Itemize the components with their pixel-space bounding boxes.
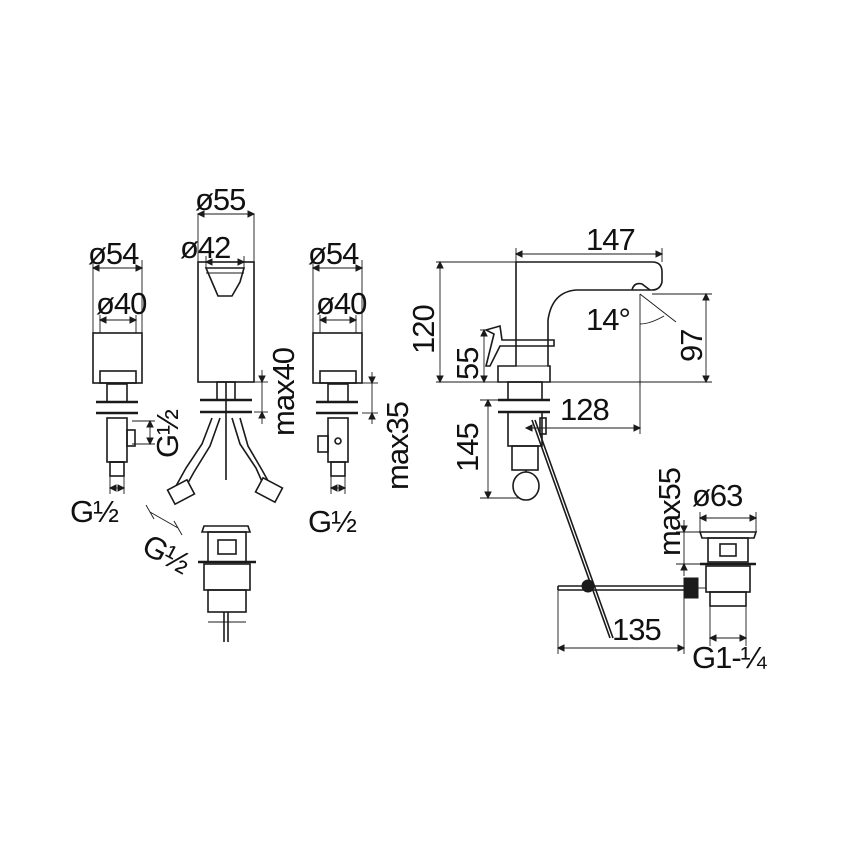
dim-max55: max55 xyxy=(652,468,687,556)
dim-g-half-vertical: G½ xyxy=(150,409,185,458)
dimension-lines-left xyxy=(91,210,378,536)
dimension-labels: ø55 ø42 ø54 ø40 ø54 ø40 max40 max35 G½ G… xyxy=(70,182,769,675)
dim-14-degrees: 14° xyxy=(586,302,630,337)
dim-d54-left: ø54 xyxy=(88,236,139,271)
dim-d42: ø42 xyxy=(180,230,230,265)
dim-120: 120 xyxy=(406,305,441,354)
dim-d40-right: ø40 xyxy=(316,286,367,321)
dim-d55: ø55 xyxy=(195,182,245,217)
dim-g1-quarter: G1-¼ xyxy=(692,640,768,675)
dim-97: 97 xyxy=(674,330,709,362)
dim-128: 128 xyxy=(560,392,609,427)
side-view-mixer xyxy=(483,261,758,646)
dim-147: 147 xyxy=(586,222,635,257)
dim-135: 135 xyxy=(612,612,661,647)
dimension-lines-side xyxy=(436,248,758,654)
dim-g-half-right: G½ xyxy=(308,504,357,539)
left-valve-view xyxy=(92,260,155,494)
dim-145: 145 xyxy=(450,423,485,472)
dim-d40-left: ø40 xyxy=(96,286,147,321)
dim-d63: ø63 xyxy=(692,478,742,513)
dim-d54-right: ø54 xyxy=(308,236,359,271)
right-valve-view xyxy=(312,260,363,494)
dim-55: 55 xyxy=(450,348,485,380)
dim-max35: max35 xyxy=(380,402,415,490)
dim-g-half-diagonal: G½ xyxy=(137,527,197,581)
dim-g-half-left: G½ xyxy=(70,494,119,529)
dim-max40: max40 xyxy=(266,347,301,436)
